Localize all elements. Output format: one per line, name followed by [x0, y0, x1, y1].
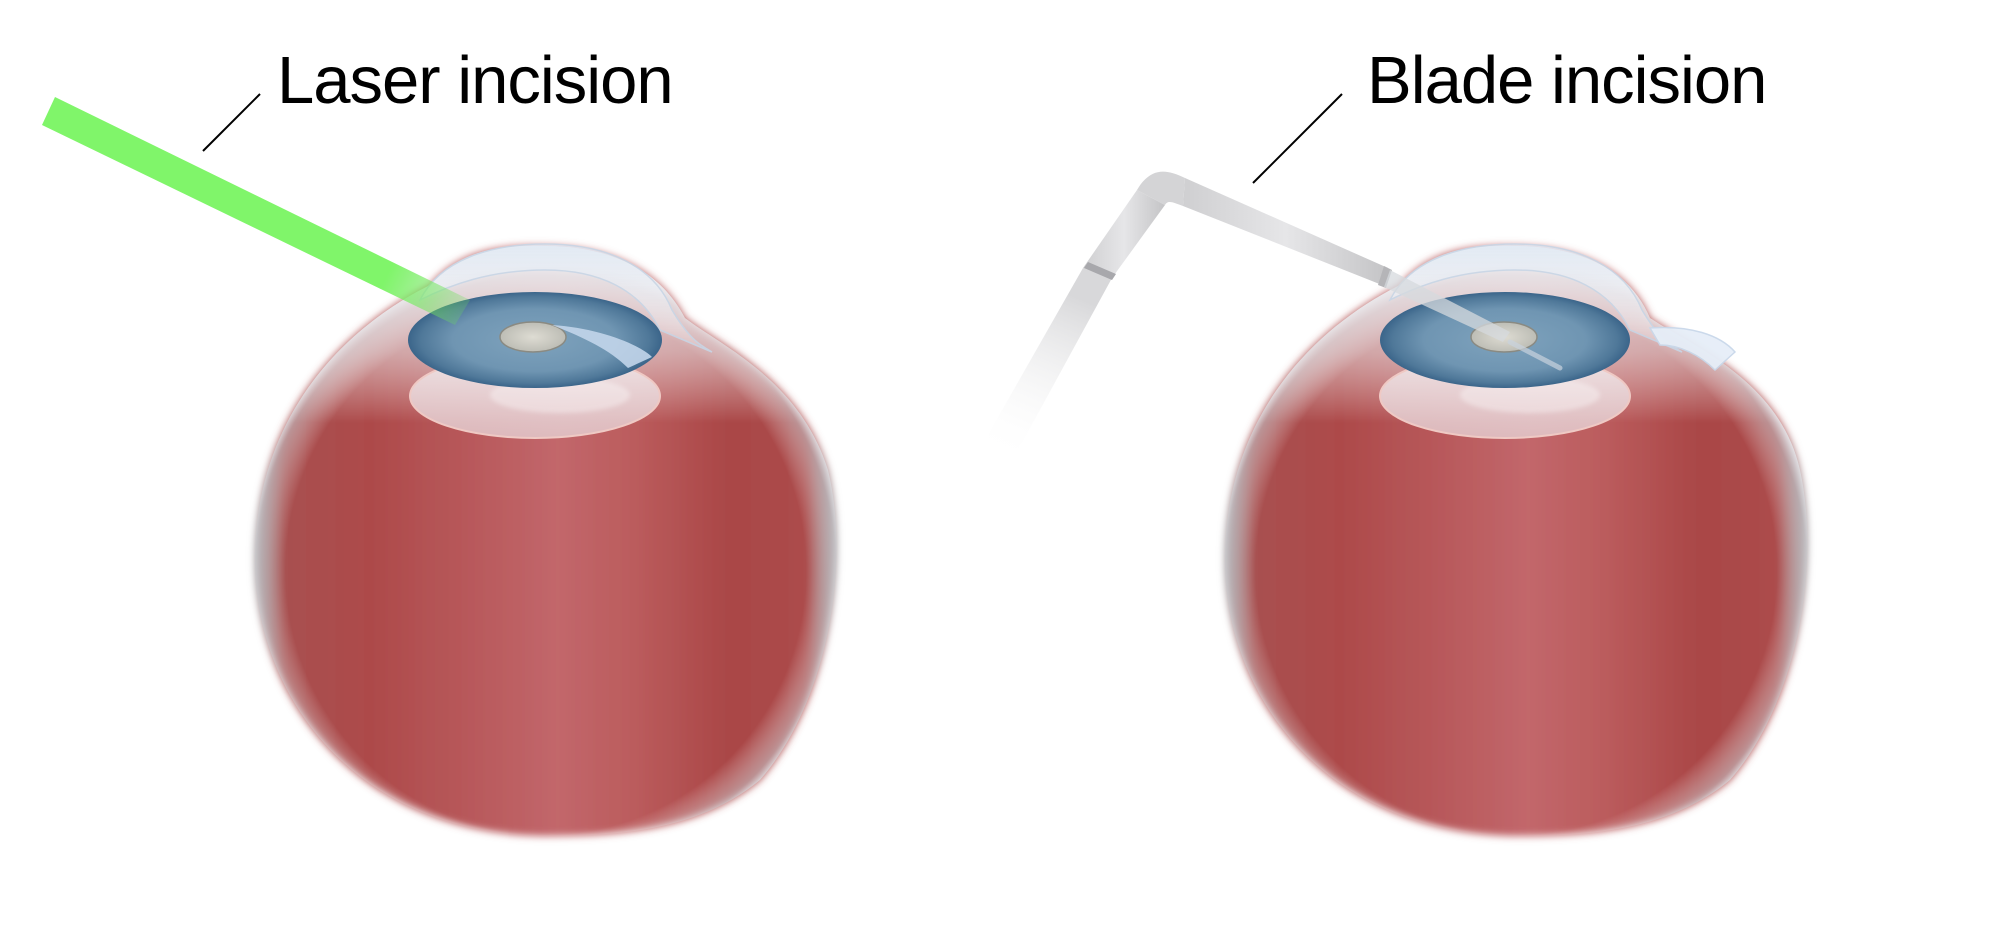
right-corneal-flap	[1648, 326, 1737, 372]
laser-leader-line	[202, 93, 261, 152]
left-eye	[42, 97, 837, 837]
laser-incision-label: Laser incision	[277, 43, 674, 118]
laser-beam	[42, 97, 470, 325]
blade-handpiece	[985, 171, 1510, 450]
left-cornea	[418, 243, 713, 353]
blade-leader-line	[1252, 93, 1343, 184]
blade-incision-label: Blade incision	[1367, 43, 1767, 118]
left-pupil	[499, 321, 567, 353]
right-eye	[985, 171, 1808, 837]
laser-incision-mark	[552, 325, 652, 368]
blade-tip	[1384, 270, 1510, 342]
